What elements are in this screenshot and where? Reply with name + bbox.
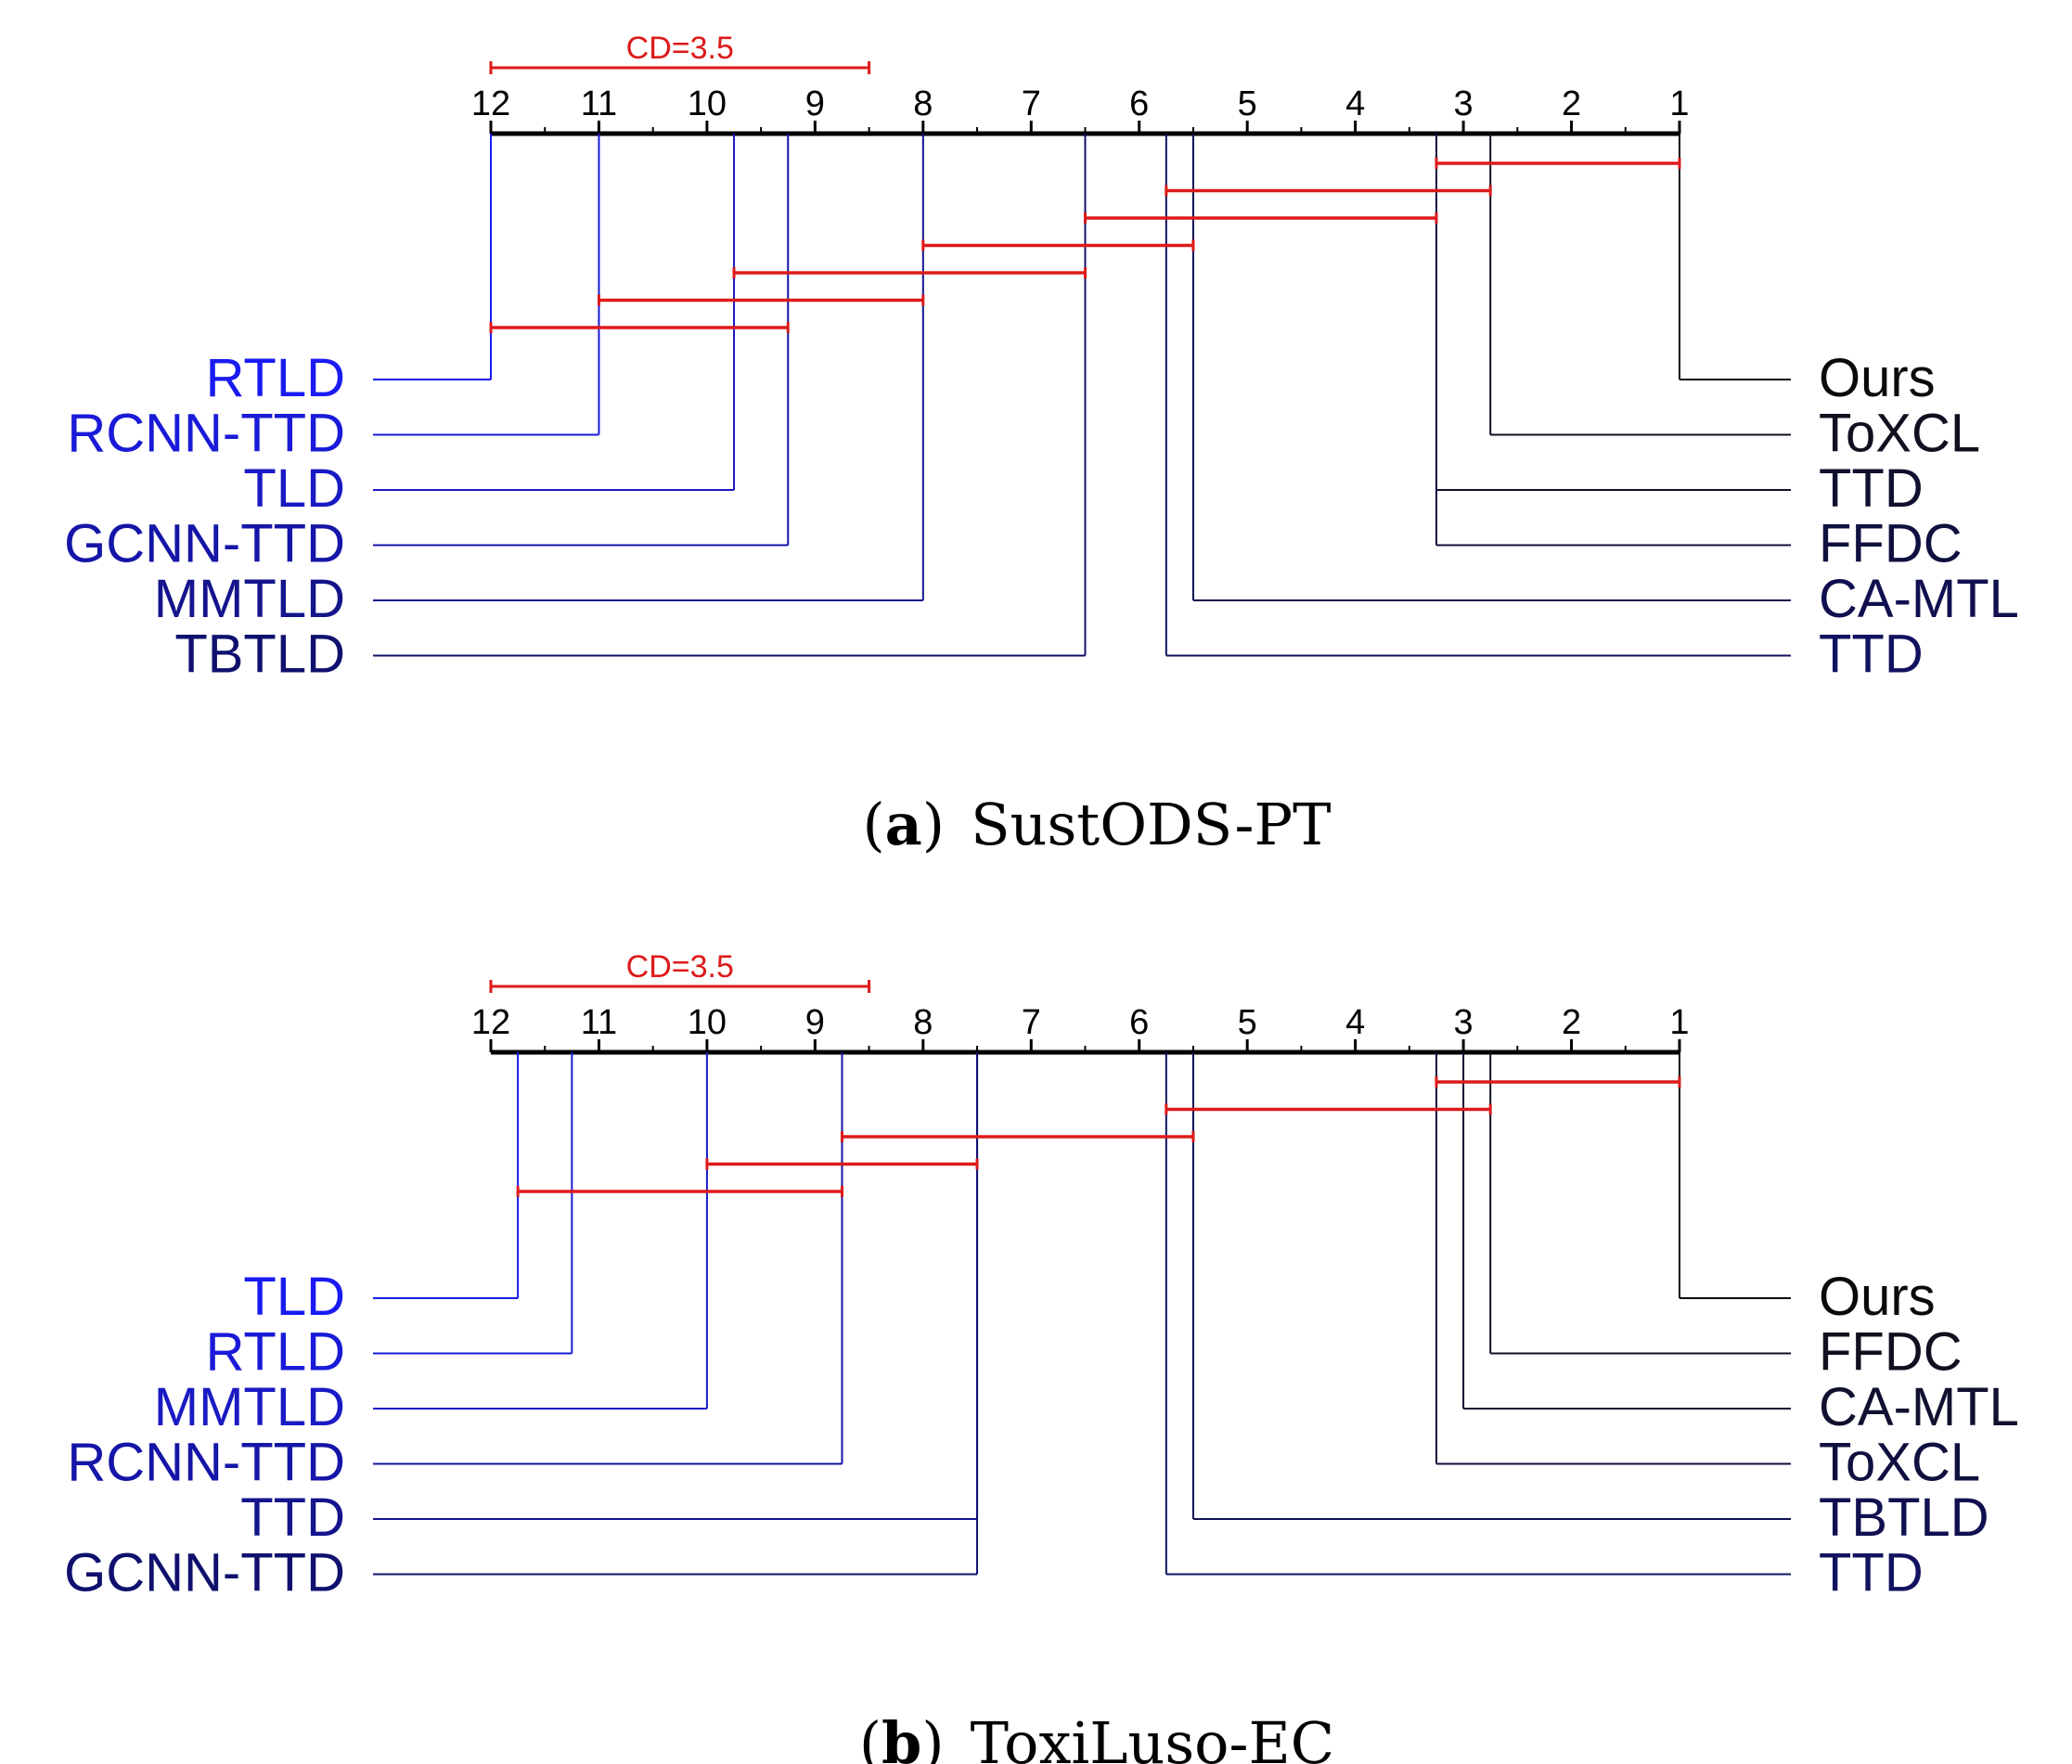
method-label: TTD [1819,624,1924,685]
method-label: TTD [1819,458,1924,519]
axis-tick-label: 3 [1454,1003,1474,1042]
axis-tick-label: 6 [1129,1003,1149,1042]
method-label: RCNN-TTD [67,404,345,464]
panel-caption: (a) SustODS-PT [862,791,1331,858]
axis-tick-label: 12 [471,1003,510,1042]
method-label: FFDC [1819,1322,1963,1383]
axis-tick-label: 2 [1562,1003,1581,1042]
method-label: CA-MTL [1819,569,2019,629]
axis-tick-label: 7 [1022,84,1041,123]
axis-tick-label: 10 [688,1003,727,1042]
cd-label: CD=3.5 [626,949,734,985]
axis-tick-label: 1 [1669,84,1689,123]
method-label: TBTLD [174,624,345,685]
method-label: MMTLD [154,569,345,629]
axis-tick-label: 4 [1345,1003,1365,1042]
axis-tick-label: 8 [913,84,933,123]
axis-tick-label: 9 [805,1003,825,1042]
method-label: GCNN-TTD [64,514,345,574]
axis-tick-label: 10 [688,84,727,123]
method-label: FFDC [1819,514,1963,574]
method-label: TLD [243,458,345,519]
method-label: TTD [1819,1543,1924,1603]
method-label: TTD [240,1487,345,1548]
method-label: Ours [1819,1267,1936,1327]
axis-tick-label: 6 [1129,84,1149,123]
method-label: ToXCL [1819,1433,1980,1493]
caption-letter: a [885,791,922,858]
panel-caption: (b) ToxiLuso-EC [859,1709,1334,1764]
method-label: RTLD [206,1322,345,1383]
axis-tick-label: 8 [913,1003,933,1042]
axis-tick-label: 1 [1669,1003,1689,1042]
method-label: MMTLD [154,1377,345,1437]
axis-tick-label: 7 [1022,1003,1041,1042]
panel-b-toxiluso-ec: CD=3.5 12 11 10 9 8 7 6 5 4 3 2 1TLDRTLDMMTLDRCNN-TT… [64,949,2019,1764]
caption-paren: ) [922,791,945,858]
axis-tick-label: 2 [1562,84,1581,123]
axis-tick-label: 11 [581,1003,617,1042]
axis-tick-label: 5 [1238,84,1257,123]
method-label: RCNN-TTD [67,1433,345,1493]
axis-tick-label: 3 [1454,84,1474,123]
caption-text: SustODS-PT [971,791,1331,858]
caption-text: ToxiLuso-EC [971,1709,1335,1764]
method-label: ToXCL [1819,404,1980,464]
method-label: TLD [243,1267,345,1327]
panel-a-sustods-pt: CD=3.5 12 11 10 9 8 7 6 5 4 3 2 1RTLDRCNN-TTDTLDGCNN… [64,31,2019,858]
axis-tick-label: 4 [1345,84,1365,123]
caption-paren: ( [859,1709,882,1764]
axis-tick-label: 12 [471,84,510,123]
cd-label: CD=3.5 [626,31,734,66]
method-label: TBTLD [1819,1487,1989,1548]
caption-letter: b [882,1709,921,1764]
caption-paren: ( [862,791,884,858]
method-label: Ours [1819,348,1936,408]
method-label: GCNN-TTD [64,1543,345,1603]
method-label: RTLD [206,348,345,408]
method-label: CA-MTL [1819,1377,2019,1437]
axis-tick-label: 5 [1238,1003,1257,1042]
axis-tick-label: 11 [581,84,617,123]
caption-paren: ) [921,1709,944,1764]
axis-tick-label: 9 [805,84,825,123]
